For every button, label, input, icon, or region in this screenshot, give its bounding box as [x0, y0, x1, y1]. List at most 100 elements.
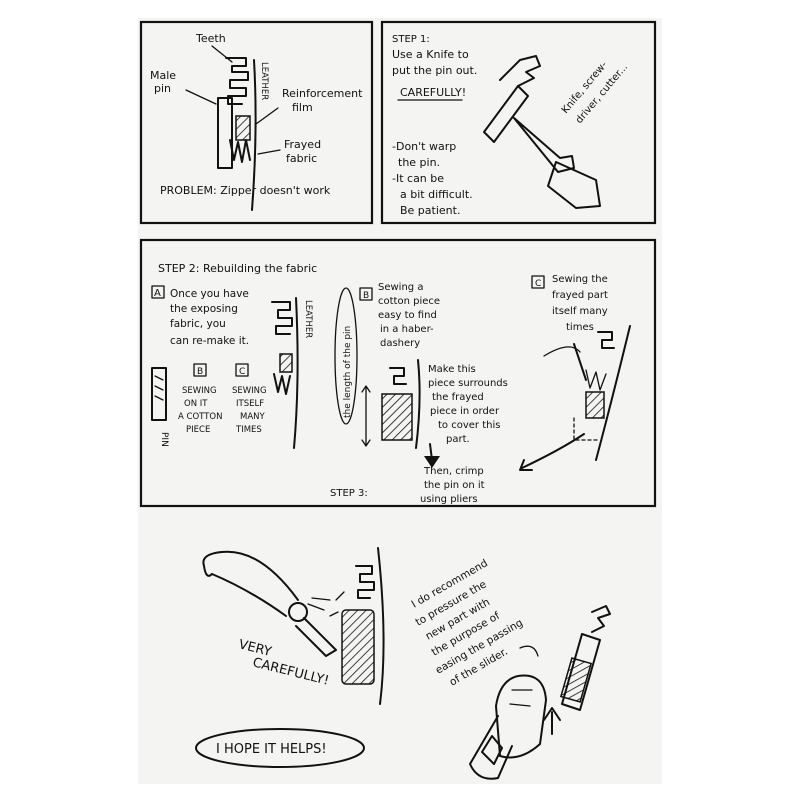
b-note1: Make this	[428, 364, 476, 375]
a-text3: fabric, you	[170, 318, 226, 330]
c-text4: times	[566, 322, 594, 333]
a-text1: Once you have	[170, 288, 249, 300]
pliers-grip	[203, 552, 222, 576]
note1: -Don't warp	[392, 140, 456, 153]
reinforcement-film-icon	[280, 354, 292, 372]
b-small1: SEWING	[182, 386, 217, 396]
label-frayed: Frayed	[284, 138, 321, 151]
note3: -It can be	[392, 172, 444, 185]
length-arrow	[362, 386, 370, 446]
step2-heading: STEP 2: Rebuilding the fabric	[158, 262, 317, 275]
leather-label: LEATHER	[303, 300, 313, 338]
c-text3: itself many	[552, 306, 608, 317]
pin-ridges	[155, 376, 163, 400]
panel-step2: STEP 2: Rebuilding the fabric A Once you…	[141, 240, 655, 506]
label-film: film	[292, 101, 313, 114]
arrow-teeth	[212, 46, 232, 62]
b-note4: piece in order	[430, 406, 500, 417]
a-text2: the exposing	[170, 303, 238, 315]
b-note2: piece surrounds	[428, 378, 508, 389]
arrow-pin	[186, 90, 216, 104]
zipper-teeth-icon	[598, 332, 614, 348]
zipper-pin-icon	[484, 86, 528, 142]
slider-ridges	[510, 690, 532, 706]
zipper-teeth-icon	[592, 606, 610, 632]
arrow-to-crimp	[522, 434, 584, 468]
crimped-pin-icon	[342, 610, 374, 684]
push-arrow-icon	[544, 708, 560, 734]
panel-step3: VERY CAREFULLY! I do recommend to pressu…	[196, 548, 610, 779]
marker-c: C	[535, 279, 541, 289]
panel-step1: STEP 1: Use a Knife to put the pin out. …	[382, 22, 655, 223]
c-text2: frayed part	[552, 290, 608, 301]
zipper-teeth-icon	[356, 566, 374, 598]
pliers-jaw-icon	[296, 618, 336, 656]
crimp1: Then, crimp	[423, 466, 484, 477]
c-text1: Sewing the	[552, 274, 608, 285]
note2: the pin.	[398, 156, 440, 169]
marker-a: A	[154, 288, 161, 299]
marker-b-small: B	[197, 367, 203, 377]
frayed-fabric-icon	[586, 370, 606, 390]
pin-label: PIN	[159, 432, 169, 447]
pliers-handle-top	[222, 552, 298, 600]
panel-problem: Teeth Male pin LEATHER Reinforcement fil…	[141, 22, 372, 223]
length-label: the length of the pin	[343, 326, 353, 418]
note4: a bit difficult.	[400, 188, 473, 201]
reinforcement-film-icon	[236, 116, 250, 140]
b-text3: easy to find	[378, 310, 437, 321]
male-pin-icon	[218, 98, 232, 168]
c-small4: TIMES	[235, 425, 262, 435]
b-text2: cotton piece	[378, 296, 440, 307]
closing-text: I HOPE IT HELPS!	[216, 742, 327, 757]
marker-c-small: C	[239, 367, 245, 377]
label-teeth: Teeth	[195, 32, 226, 45]
needle-icon	[574, 344, 586, 380]
label-leather: LEATHER	[259, 62, 269, 100]
zipper-teeth-icon	[272, 302, 292, 334]
a-text4: can re-make it.	[170, 335, 249, 347]
carefully-text: CAREFULLY!	[251, 655, 330, 688]
arrow-frayed	[258, 150, 280, 154]
b-note5: to cover this	[438, 420, 500, 431]
leather-edge	[294, 298, 298, 448]
b-text5: dashery	[380, 338, 420, 349]
crimp2: the pin on it	[424, 480, 485, 491]
arrow-film	[256, 108, 278, 124]
crimp3: using pliers	[420, 494, 478, 505]
motion-lines	[308, 598, 330, 610]
zipper-teeth-icon	[390, 368, 406, 384]
b-text1: Sewing a	[378, 282, 423, 293]
step3-heading: STEP 3:	[330, 488, 368, 499]
dashed-outline	[574, 418, 598, 440]
label-pin: pin	[154, 82, 171, 95]
sewn-fabric-icon	[586, 392, 604, 418]
b-small2: ON IT	[184, 399, 208, 409]
b-small4: PIECE	[186, 425, 210, 435]
pin-icon	[152, 368, 166, 420]
b-text4: in a haber-	[380, 324, 434, 335]
step1-line2: put the pin out.	[392, 64, 477, 77]
label-reinforcement: Reinforcement	[282, 87, 363, 100]
knife-blade-icon	[514, 118, 574, 172]
label-fabric: fabric	[286, 152, 317, 165]
b-small3: A COTTON	[178, 412, 222, 422]
pliers-handle-bottom	[212, 574, 286, 616]
label-male: Male	[150, 69, 176, 82]
b-note3: the frayed	[432, 392, 484, 403]
cotton-piece-icon	[382, 394, 412, 440]
c-small3: MANY	[240, 412, 266, 422]
c-small2: ITSELF	[236, 399, 264, 409]
pin-fabric-icon	[561, 658, 591, 702]
slider-body-icon	[496, 676, 546, 758]
marker-b: B	[363, 291, 369, 301]
slider-pull-tab-icon	[470, 716, 512, 779]
step1-line1: Use a Knife to	[392, 48, 469, 61]
step1-carefully: CAREFULLY!	[400, 86, 466, 99]
c-small1: SEWING	[232, 386, 267, 396]
frayed-fabric-icon	[274, 374, 290, 394]
problem-text: PROBLEM: Zipper doesn't work	[160, 184, 331, 197]
note5: Be patient.	[400, 204, 460, 217]
zipper-teeth-icon	[500, 56, 540, 86]
